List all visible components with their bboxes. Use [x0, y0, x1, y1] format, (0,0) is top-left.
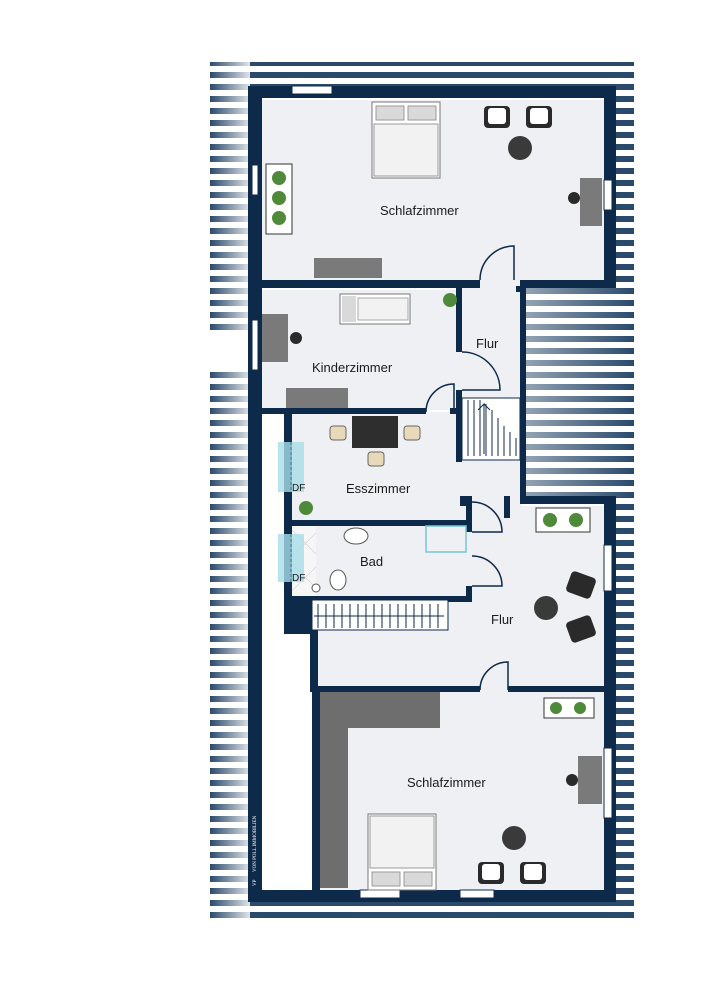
label-df-upper: DF [292, 483, 305, 494]
doors [425, 245, 515, 691]
plant-box-top [265, 163, 293, 235]
plant-box-bottom [543, 697, 595, 719]
bed-kinderzimmer [339, 293, 411, 325]
dresser-kinderzimmer [286, 388, 348, 408]
label-df-lower: DF [292, 573, 305, 584]
logo-text: VON POLL IMMOBILIEN [253, 815, 258, 872]
lounge-set-flur [534, 571, 596, 643]
roof-windows [278, 442, 304, 582]
furniture [262, 101, 602, 891]
dining-set [329, 416, 421, 467]
lounge-set-bottom [478, 826, 546, 884]
desk-bottom [566, 756, 602, 804]
logo-mark: VP [253, 879, 258, 886]
roof-top [210, 62, 634, 86]
label-bad: Bad [360, 554, 383, 569]
dresser-top [314, 258, 382, 278]
chimney-block [318, 692, 440, 888]
plant-kinderzimmer [443, 293, 457, 307]
staircase-bottom [311, 599, 449, 631]
label-esszimmer: Esszimmer [346, 481, 411, 496]
label-schlafzimmer-top: Schlafzimmer [380, 203, 459, 218]
roof-right-upper [614, 62, 634, 287]
roof-slopes [210, 62, 634, 920]
plant-esszimmer [299, 501, 313, 515]
lounge-set-top [484, 106, 552, 160]
staircase-top [461, 397, 521, 461]
bed-top [371, 101, 441, 179]
plant-box-flur [535, 507, 591, 533]
roof-right-lower [614, 497, 634, 920]
desk-kinderzimmer [262, 314, 302, 362]
label-flur-bottom: Flur [491, 612, 514, 627]
room-labels: Schlafzimmer Kinderzimmer Flur Esszimmer… [292, 203, 514, 790]
von-poll-logo: VP VON POLL IMMOBILIEN [248, 815, 260, 890]
label-schlafzimmer-bottom: Schlafzimmer [407, 775, 486, 790]
label-kinderzimmer: Kinderzimmer [312, 360, 393, 375]
windows [251, 85, 613, 899]
roof-bottom [250, 900, 634, 920]
label-flur-top: Flur [476, 336, 499, 351]
bathroom-fixtures [311, 525, 467, 593]
bed-bottom [367, 813, 437, 891]
desk-top [568, 178, 602, 226]
